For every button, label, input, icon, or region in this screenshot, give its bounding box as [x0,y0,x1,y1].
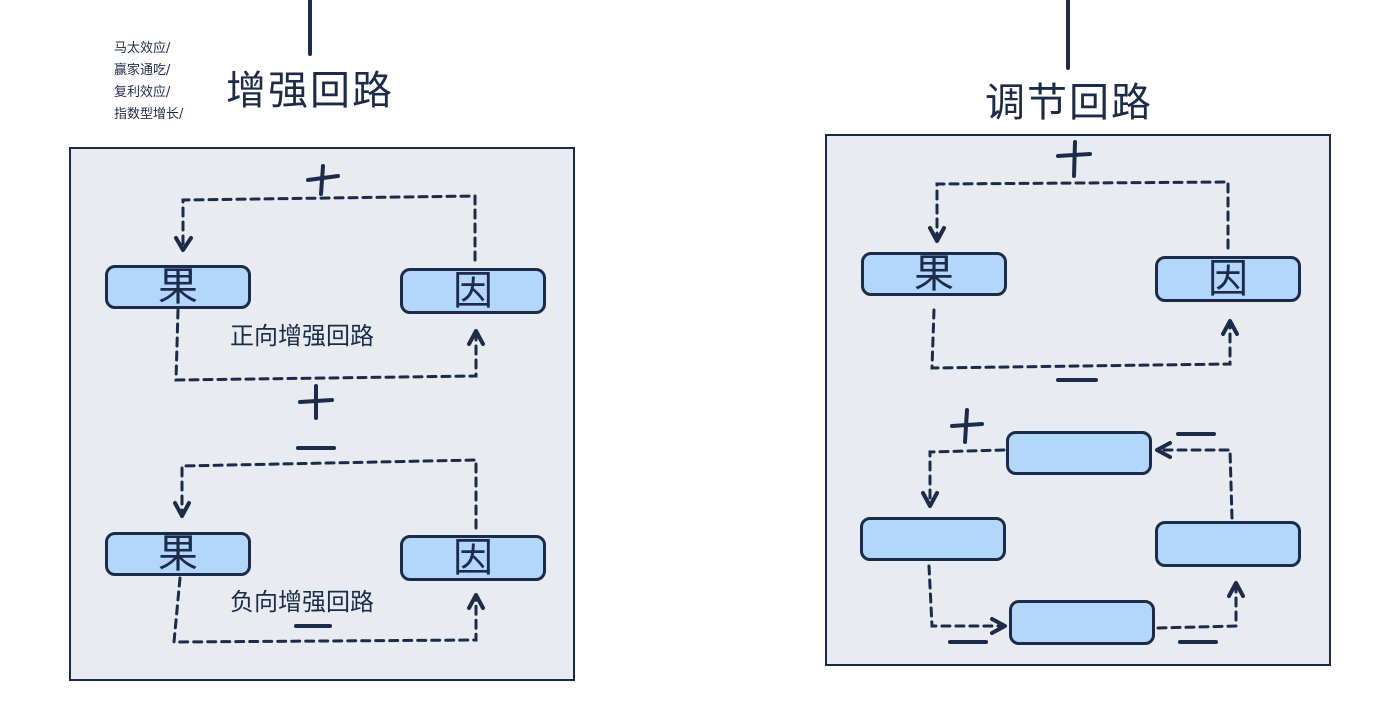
arrowhead-icon [467,329,485,346]
reinforcing-loop-panel [69,147,575,681]
negative-loop-bottom-arrow [172,576,478,644]
reinforcing-aliases: 马太效应/ 赢家通吃/ 复利效应/ 指数型增长/ [114,38,183,126]
cycle-arrow-bottom-to-right [1156,584,1238,630]
balancing-top-arrow [935,180,1230,250]
cycle-node-left [860,517,1006,561]
positive-loop-effect-node: 果 [105,265,251,309]
balancing-loop-panel [825,134,1331,666]
arrowhead-icon [928,226,946,243]
positive-loop-caption: 正向增强回路 [230,322,374,350]
positive-loop-top-arrow [181,194,477,262]
arrowhead-icon [174,236,193,252]
positive-loop-bottom-arrow [174,308,478,382]
plus-sign-icon [1056,140,1092,178]
cycle-node-right [1155,521,1301,567]
balancing-loop-title: 调节回路 [985,80,1153,126]
balancing-bottom-arrow [930,308,1232,370]
plus-sign-icon [950,408,984,444]
positive-loop-cause-node: 因 [400,268,546,314]
negative-loop-caption: 负向增强回路 [230,588,374,616]
alias-item: 赢家通吃/ [114,63,171,78]
negative-loop-effect-node: 果 [105,532,251,576]
alias-item: 指数型增长/ [114,107,184,122]
arrowhead-icon [1155,441,1172,459]
alias-item: 复利效应/ [114,85,171,100]
arrowhead-icon [467,593,485,610]
negative-loop-top-arrow [180,458,478,530]
balancing-cause-node: 因 [1155,256,1301,302]
plus-sign-icon [298,384,334,420]
arrowhead-icon [921,491,939,508]
cycle-node-top [1006,431,1152,475]
alias-item: 马太效应/ [114,41,171,56]
arrowhead-icon [990,617,1007,635]
plus-sign-icon [306,164,340,196]
cycle-node-bottom [1009,600,1155,645]
negative-loop-cause-node: 因 [400,535,546,581]
balancing-effect-node: 果 [861,252,1007,296]
arrowhead-icon [1227,581,1245,598]
cycle-arrow-left-to-bottom [927,564,1002,628]
cycle-arrow-top-to-left [928,448,1006,504]
arrowhead-icon [173,501,191,518]
arrowhead-icon [1221,319,1239,336]
cycle-arrow-right-to-top [1160,448,1234,520]
reinforcing-loop-title: 增强回路 [226,68,394,114]
